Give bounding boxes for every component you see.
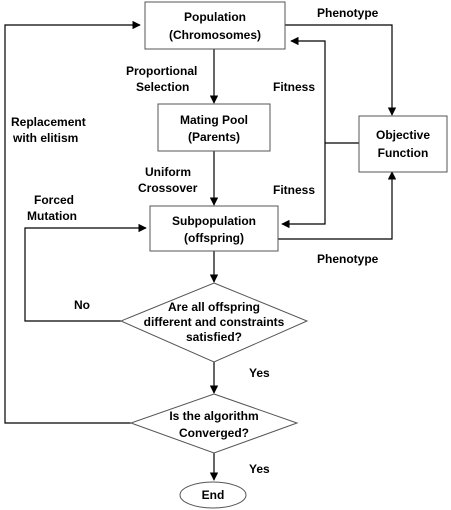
arrow-fitness-to-subpopulation	[281, 143, 326, 229]
objective-function-box: Objective Function	[358, 115, 448, 173]
mating-pool-subtitle: (Parents)	[188, 130, 240, 144]
end-terminal: End	[179, 481, 247, 509]
forced-mutation-label-2: Mutation	[27, 209, 77, 223]
convergence-decision-diamond: Is the algorithm Converged?	[129, 393, 299, 454]
mating-pool-box: Mating Pool (Parents)	[157, 103, 271, 152]
subpopulation-box: Subpopulation (offspring)	[149, 205, 279, 252]
objective-title: Objective	[376, 128, 430, 142]
arrow-no-forced-mutation	[24, 223, 147, 322]
population-box: Population (Chromosomes)	[144, 1, 286, 50]
proportional-selection-label-1: Proportional	[126, 64, 197, 78]
uniform-crossover-label-2: Crossover	[138, 181, 198, 195]
mating-pool-title: Mating Pool	[180, 113, 248, 127]
objective-subtitle: Function	[378, 146, 429, 160]
no-label: No	[74, 298, 90, 312]
yes-label-constraints: Yes	[249, 366, 270, 380]
constraints-decision-line1: Are all offspring	[168, 300, 260, 314]
subpopulation-title: Subpopulation	[172, 214, 256, 228]
population-title: Population	[184, 10, 246, 24]
end-label: End	[202, 488, 225, 502]
phenotype-label-top: Phenotype	[317, 6, 379, 20]
arrow-replacement-to-population	[4, 20, 141, 424]
yes-label-converged: Yes	[249, 462, 270, 476]
phenotype-label-bottom: Phenotype	[317, 252, 379, 266]
population-subtitle: (Chromosomes)	[169, 28, 261, 42]
arrow-phenotype-to-objective	[285, 24, 397, 116]
constraints-decision-diamond: Are all offspring different and constrai…	[119, 282, 309, 363]
convergence-decision-line1: Is the algorithm	[169, 409, 258, 423]
arrow-fitness-to-population	[290, 36, 326, 143]
replacement-label-2: with elitism	[12, 131, 78, 145]
uniform-crossover-label-1: Uniform	[145, 165, 191, 179]
replacement-label-1: Replacement	[11, 115, 86, 129]
convergence-decision-line2: Converged?	[179, 426, 249, 440]
fitness-label-bottom: Fitness	[273, 183, 315, 197]
fitness-label-top: Fitness	[273, 80, 315, 94]
subpopulation-subtitle: (offspring)	[184, 231, 244, 245]
proportional-selection-label-2: Selection	[136, 80, 189, 94]
forced-mutation-label-1: Forced	[34, 193, 74, 207]
constraints-decision-line2: different and constraints	[144, 315, 285, 329]
arrow-phenotype-offspring-to-objective	[278, 171, 397, 240]
constraints-decision-line3: satisfied?	[186, 330, 242, 344]
